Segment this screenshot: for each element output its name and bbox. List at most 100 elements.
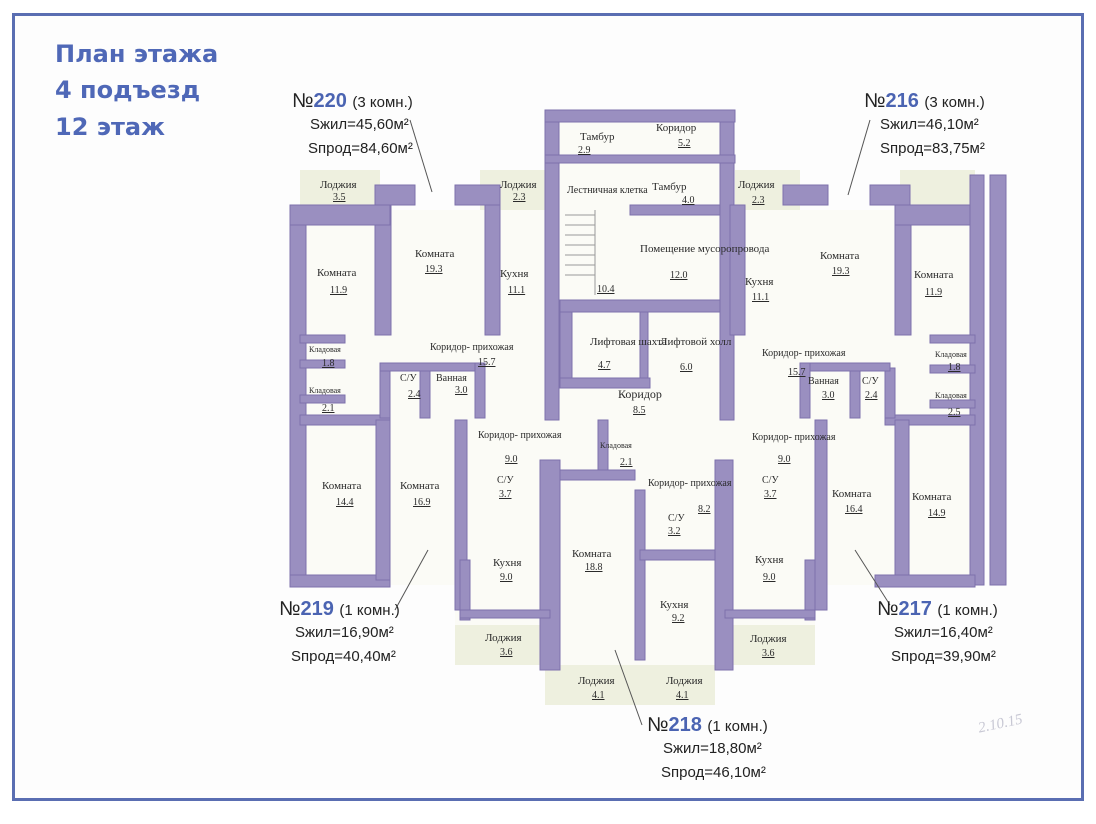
apartment-218-sale-area: Sпрод=46,10м² [661, 764, 766, 781]
room-lift-hall-area: 6.0 [680, 362, 693, 373]
room-w-bathroom-area: 3.0 [455, 385, 468, 396]
room-se-wc-name: С/У [762, 475, 779, 486]
apartment-220-living-area: Sжил=45,60м² [310, 116, 409, 133]
room-sw-loggia-area: 3.6 [500, 647, 513, 658]
room-e-kitchen-area: 11.1 [752, 292, 769, 303]
room-e-loggia-1-area: 2.3 [752, 195, 765, 206]
room-c-kitchen-name: Кухня [660, 599, 688, 611]
room-e-hallway-area: 15.7 [788, 367, 806, 378]
room-stairwell-name: Лестничная клетка [567, 185, 648, 196]
room-lift-shaft-area: 4.7 [598, 360, 611, 371]
room-sw-hallway-area: 9.0 [505, 454, 518, 465]
room-c-wc-area: 3.2 [668, 526, 681, 537]
apartment-219-card[interactable]: №219 (1 комн.) Sжил=16,90м² Sпрод=40,40м… [279, 598, 400, 669]
room-e-storage-2-area: 2.5 [948, 407, 961, 418]
room-w-storage-1-area: 1.8 [322, 358, 335, 369]
room-se-room-1-name: Комната [832, 488, 871, 500]
room-e-room-2-area: 19.3 [832, 266, 850, 277]
apartment-219-sale-area: Sпрод=40,40м² [291, 648, 396, 665]
room-e-hallway-name: Коридор- прихожая [762, 348, 846, 359]
room-se-wc-area: 3.7 [764, 489, 777, 500]
room-labels: Тамбур 2.9 Коридор 5.2 Тамбур 4.0 Лестни… [309, 122, 967, 701]
room-e-bathroom-name: Ванная [808, 376, 839, 387]
apartment-218-card[interactable]: №218 (1 комн.) Sжил=18,80м² Sпрод=46,10м… [647, 714, 768, 785]
room-tambur-1-name: Тамбур [580, 131, 615, 143]
room-w-room-1-area: 11.9 [330, 285, 347, 296]
room-c-hallway-name: Коридор- прихожая [648, 478, 732, 489]
room-se-loggia-area: 3.6 [762, 648, 775, 659]
room-w-hallway-name: Коридор- прихожая [430, 342, 514, 353]
room-sw-room-2-name: Комната [400, 480, 439, 492]
apartment-216-card[interactable]: №216 (3 комн.) Sжил=46,10м² Sпрод=83,75м… [864, 90, 985, 161]
room-w-room-2-area: 19.3 [425, 264, 443, 275]
room-e-bathroom-area: 3.0 [822, 390, 835, 401]
room-e-storage-2-name: Кладовая [935, 391, 967, 400]
room-se-room-2-name: Комната [912, 491, 951, 503]
room-se-kitchen-name: Кухня [755, 554, 783, 566]
room-koridor-top-name: Коридор [656, 122, 697, 134]
room-e-kitchen-name: Кухня [745, 276, 773, 288]
room-w-wc-name: С/У [400, 373, 417, 384]
apartment-218-living-area: Sжил=18,80м² [663, 740, 762, 757]
room-w-kitchen-name: Кухня [500, 268, 528, 280]
room-c-hallway-area: 8.2 [698, 504, 711, 515]
room-c-room-area: 18.8 [585, 562, 603, 573]
room-stairwell-area: 10.4 [597, 284, 615, 295]
entrance-label: 4 подъезд [55, 76, 201, 104]
room-c-loggia-1-name: Лоджия [578, 675, 615, 687]
apartment-220-sale-area: Sпрод=84,60м² [308, 140, 413, 157]
apartment-217-card[interactable]: №217 (1 комн.) Sжил=16,40м² Sпрод=39,90м… [877, 598, 998, 669]
apartment-219-living-area: Sжил=16,90м² [295, 624, 394, 641]
apartment-219-number: №219 (1 комн.) [279, 598, 400, 620]
room-e-room-1-area: 11.9 [925, 287, 942, 298]
room-e-wc-name: С/У [862, 376, 879, 387]
room-w-kitchen-area: 11.1 [508, 285, 525, 296]
room-w-hallway-area: 15.7 [478, 357, 496, 368]
room-se-room-1-area: 16.4 [845, 504, 863, 515]
room-sw-room-1-area: 14.4 [336, 497, 354, 508]
room-sw-kitchen-name: Кухня [493, 557, 521, 569]
room-tambur-2-name: Тамбур [652, 181, 687, 193]
room-tambur-1-area: 2.9 [578, 145, 591, 156]
room-w-room-1-name: Комната [317, 267, 356, 279]
room-w-loggia-2-name: Лоджия [500, 179, 537, 191]
room-c-storage-name: Кладовая [600, 441, 632, 450]
room-se-room-2-area: 14.9 [928, 508, 946, 519]
room-w-wc-area: 2.4 [408, 389, 421, 400]
room-tambur-2-area: 4.0 [682, 195, 695, 206]
walls [289, 109, 1007, 671]
room-c-kitchen-area: 9.2 [672, 613, 685, 624]
room-se-kitchen-area: 9.0 [763, 572, 776, 583]
room-w-loggia-2-area: 2.3 [513, 192, 526, 203]
room-w-storage-2-name: Кладовая [309, 386, 341, 395]
room-se-hallway-name: Коридор- прихожая [752, 432, 836, 443]
apartment-216-number: №216 (3 комн.) [864, 90, 985, 112]
room-c-wc-name: С/У [668, 513, 685, 524]
room-corridor-center-area: 8.5 [633, 405, 646, 416]
room-w-storage-2-area: 2.1 [322, 403, 335, 414]
room-c-loggia-2-area: 4.1 [676, 690, 689, 701]
room-sw-hallway-name: Коридор- прихожая [478, 430, 562, 441]
room-w-storage-1-name: Кладовая [309, 345, 341, 354]
room-sw-room-2-area: 16.9 [413, 497, 431, 508]
room-e-wc-area: 2.4 [865, 390, 878, 401]
room-garbage-chute-area: 12.0 [670, 270, 688, 281]
apartment-216-living-area: Sжил=46,10м² [880, 116, 979, 133]
floor-number-label: 12 этаж [55, 113, 165, 141]
room-sw-wc-name: С/У [497, 475, 514, 486]
floor-plan-title: План этажа [55, 40, 219, 68]
room-sw-loggia-name: Лоджия [485, 632, 522, 644]
stair-flight [565, 210, 596, 295]
room-sw-wc-area: 3.7 [499, 489, 512, 500]
room-w-loggia-1-area: 3.5 [333, 192, 346, 203]
apartment-220-card[interactable]: №220 (3 комн.) Sжил=45,60м² Sпрод=84,60м… [292, 90, 413, 161]
room-w-bathroom-name: Ванная [436, 373, 467, 384]
room-e-storage-1-name: Кладовая [935, 350, 967, 359]
room-c-loggia-1-area: 4.1 [592, 690, 605, 701]
room-koridor-top-area: 5.2 [678, 138, 691, 149]
apartment-220-number: №220 (3 комн.) [292, 90, 413, 112]
room-c-storage-area: 2.1 [620, 457, 633, 468]
apartment-217-sale-area: Sпрод=39,90м² [891, 648, 996, 665]
room-e-room-2-name: Комната [820, 250, 859, 262]
